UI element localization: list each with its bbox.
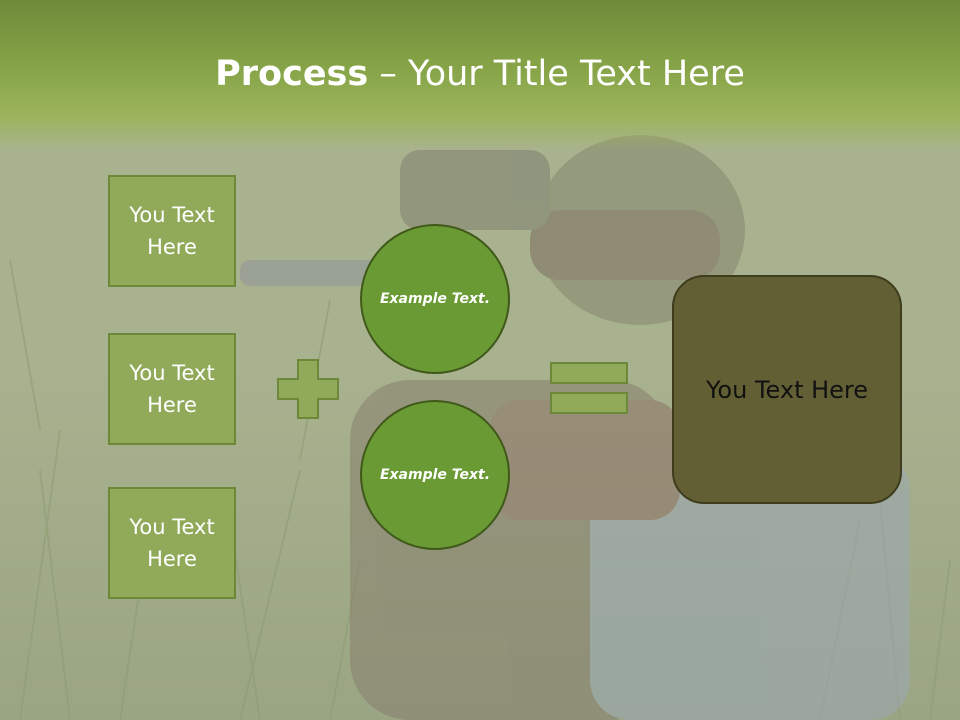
title-rest: – Your Title Text Here <box>368 54 745 94</box>
title-bar <box>0 0 960 150</box>
example-circle-1[interactable]: Example Text. <box>360 224 510 374</box>
text-box-1[interactable]: You Text Here <box>108 175 236 287</box>
equals-icon <box>550 362 628 414</box>
plus-icon <box>277 359 339 419</box>
text-box-2[interactable]: You Text Here <box>108 333 236 445</box>
result-box[interactable]: You Text Here <box>672 275 902 504</box>
title-bold: Process <box>215 54 369 94</box>
example-circle-2[interactable]: Example Text. <box>360 400 510 550</box>
text-box-3[interactable]: You Text Here <box>108 487 236 599</box>
slide-title: Process – Your Title Text Here <box>0 52 960 96</box>
